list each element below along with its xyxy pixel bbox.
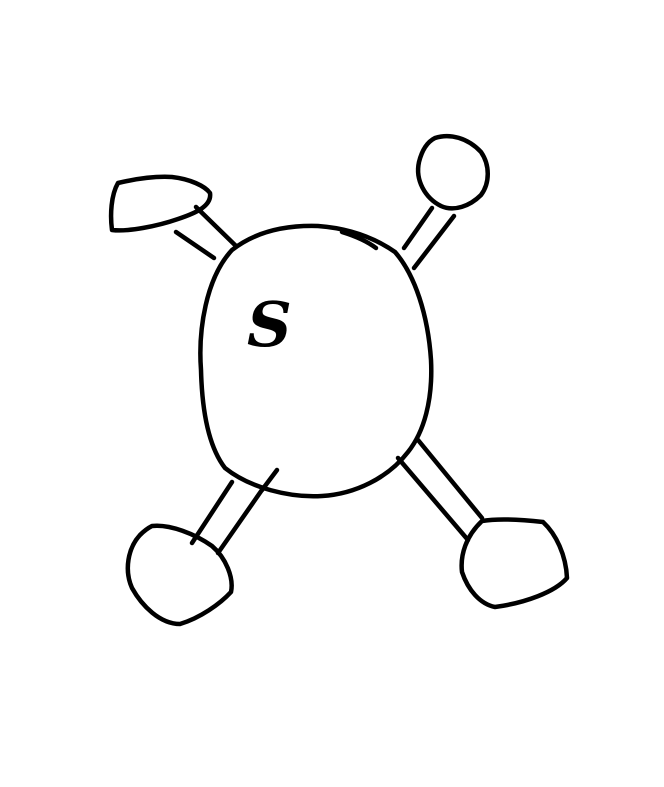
substituent-lower-left [125, 479, 267, 627]
central-atom-circle [198, 223, 434, 499]
double-bond-line-2 [411, 213, 457, 271]
double-bond-line-1 [189, 479, 235, 546]
circle-overlap-tick [339, 229, 379, 251]
substituent-blob [125, 523, 234, 627]
central-atom-label: S [247, 288, 292, 361]
substituent-blob [108, 174, 213, 233]
substituent-blob [415, 133, 490, 211]
double-bond-line-1 [401, 205, 435, 251]
double-bond-line-2 [415, 437, 485, 521]
substituent-blob [459, 517, 570, 610]
substituent-upper-left [108, 174, 239, 261]
substituent-lower-right [395, 437, 570, 610]
double-bond-line-1 [395, 455, 471, 543]
double-bond-line-2 [193, 204, 239, 249]
double-bond-line-2 [215, 484, 267, 556]
double-bond-line-1 [173, 229, 217, 261]
substituent-upper-right [401, 133, 490, 271]
